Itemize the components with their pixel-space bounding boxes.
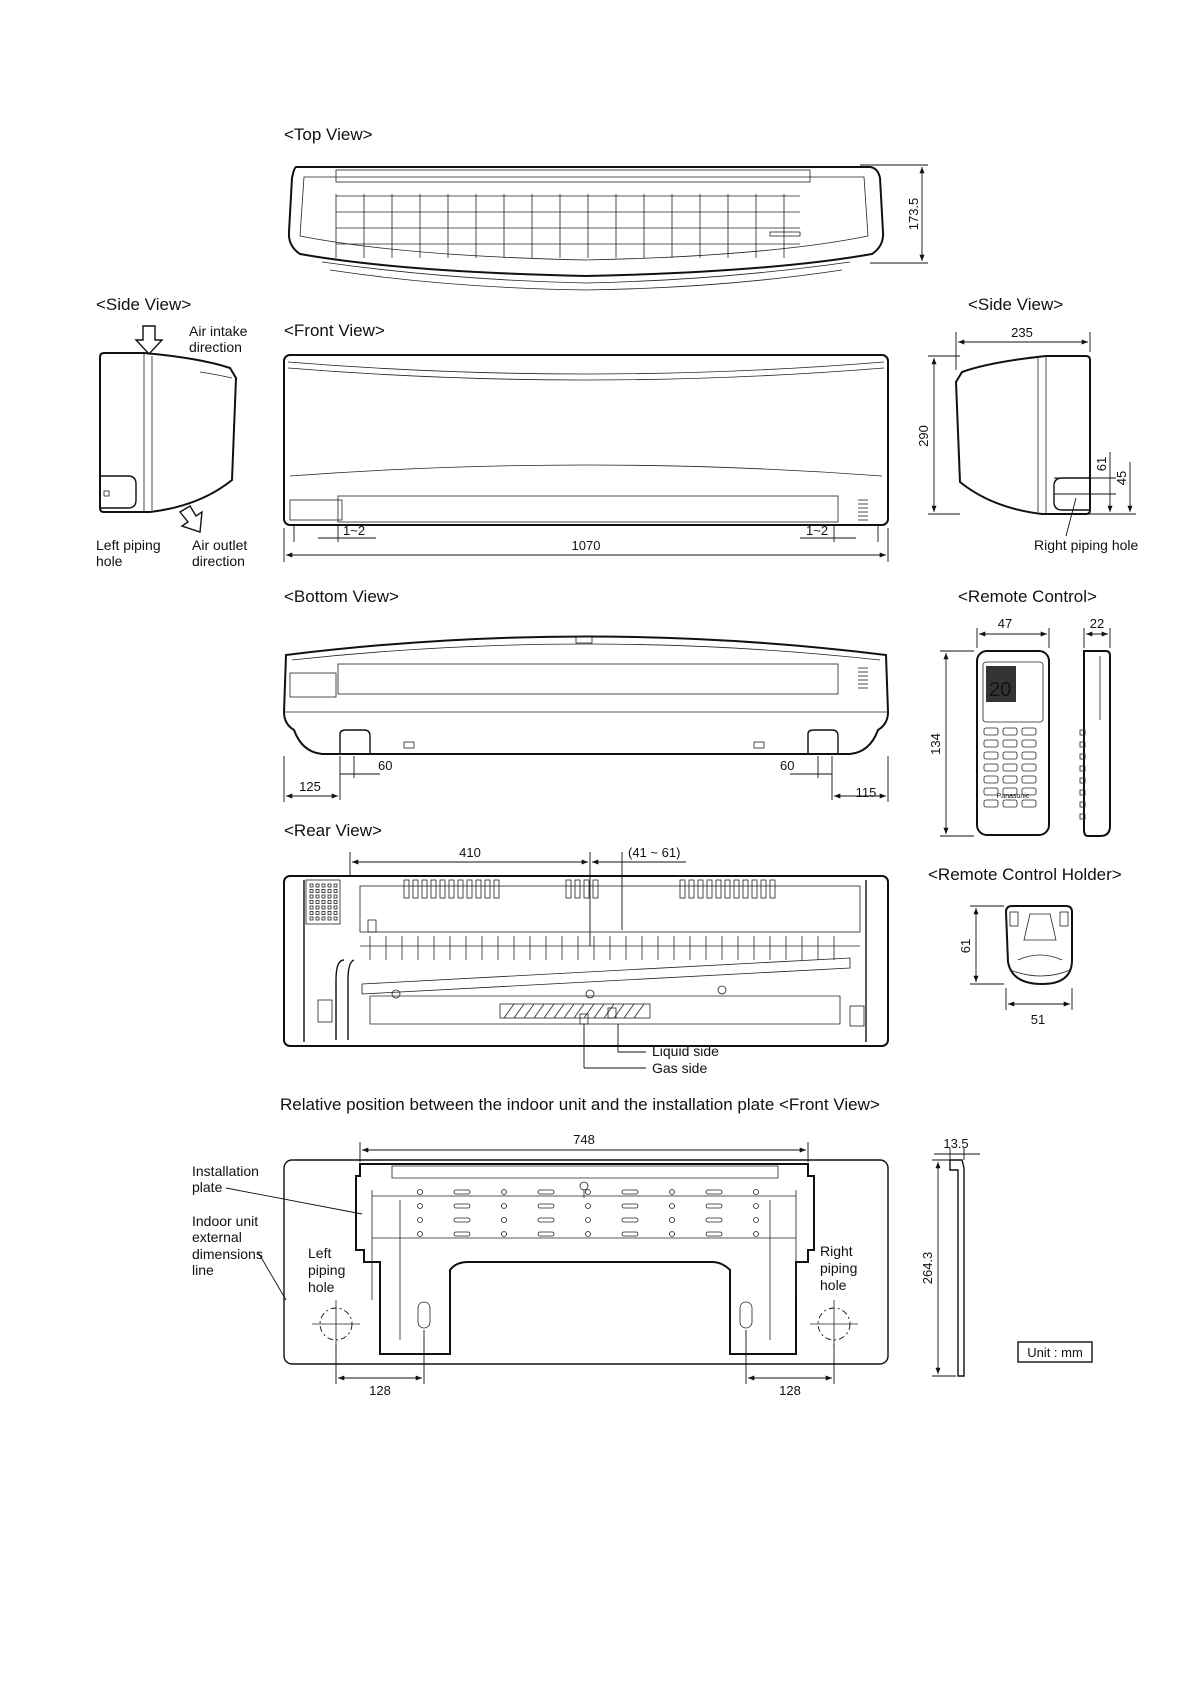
relative-position-title: Relative position between the indoor uni… bbox=[280, 1095, 880, 1114]
holder-height-label: 61 bbox=[958, 939, 973, 953]
right-side-height-dim: 290 bbox=[916, 355, 960, 515]
front-width-label: 1070 bbox=[572, 538, 601, 553]
right-hole-label-3: hole bbox=[820, 1277, 847, 1293]
unit-box: Unit : mm bbox=[1017, 1341, 1093, 1363]
bottom-view-dims: 60 125 60 115 bbox=[283, 756, 889, 802]
rear-410-label: 410 bbox=[459, 845, 481, 860]
remote-side-drawing bbox=[1079, 650, 1111, 837]
left-hole-label-2: piping bbox=[308, 1262, 345, 1278]
air-intake-arrow bbox=[134, 325, 164, 356]
left-piping-hole-label-2: hole bbox=[96, 553, 123, 569]
installation-plate-leader bbox=[225, 1187, 363, 1215]
left-piping-hole-label-1: Left piping bbox=[96, 537, 161, 553]
right-side-view-drawing bbox=[954, 355, 1091, 515]
right-side-pipe-dims: 61 45 bbox=[1054, 452, 1136, 537]
left-side-view-title: <Side View> bbox=[96, 295, 191, 314]
remote-control-dims: 47 22 134 bbox=[928, 616, 1111, 837]
air-intake-label-2: direction bbox=[189, 339, 242, 355]
front-view-drawing bbox=[283, 354, 889, 526]
front-view-title: <Front View> bbox=[284, 321, 385, 340]
rear-view-drawing bbox=[283, 875, 889, 1047]
right-side-view-title: <Side View> bbox=[968, 295, 1063, 314]
indoor-unit-label-2: external bbox=[192, 1229, 242, 1245]
plate-side-drawing bbox=[949, 1159, 965, 1377]
remote-control-title: <Remote Control> bbox=[958, 587, 1097, 606]
svg-text:20: 20 bbox=[989, 679, 1011, 701]
liquid-side-label: Liquid side bbox=[652, 1043, 719, 1059]
remote-height-label: 134 bbox=[928, 733, 943, 755]
front-gap-left-label: 1~2 bbox=[343, 523, 365, 538]
installation-plate-label-2: plate bbox=[192, 1179, 223, 1195]
indoor-unit-label-3: dimensions bbox=[192, 1246, 263, 1262]
unit-label: Unit : mm bbox=[1027, 1345, 1083, 1360]
left-side-view-drawing bbox=[99, 352, 238, 513]
bottom-60-left-label: 60 bbox=[378, 758, 392, 773]
remote-brand-label: Panasonic bbox=[997, 793, 1030, 800]
rear-view-dims: 410 (41 ~ 61) bbox=[349, 845, 686, 1069]
installation-plate-dims: 748 128 128 bbox=[335, 1132, 835, 1398]
side-depth-label: 235 bbox=[1011, 325, 1033, 340]
right-hole-label-1: Right bbox=[820, 1243, 853, 1259]
bottom-view-title: <Bottom View> bbox=[284, 587, 399, 606]
gas-side-label: Gas side bbox=[652, 1060, 707, 1076]
pipe-45-label: 45 bbox=[1114, 471, 1129, 485]
left-hole-label-1: Left bbox=[308, 1245, 331, 1261]
indoor-unit-label-4: line bbox=[192, 1262, 214, 1278]
bottom-125-label: 125 bbox=[299, 779, 321, 794]
right-piping-hole-label: Right piping hole bbox=[1034, 537, 1139, 553]
installation-plate-drawing bbox=[283, 1159, 889, 1365]
rear-view-title: <Rear View> bbox=[284, 821, 382, 840]
left-hole-label-3: hole bbox=[308, 1279, 335, 1295]
air-outlet-label-2: direction bbox=[192, 553, 245, 569]
front-view-gap-dims: 1~2 1~2 bbox=[293, 523, 879, 542]
pipe-61-label: 61 bbox=[1094, 457, 1109, 471]
remote-holder-drawing bbox=[1004, 905, 1073, 986]
top-view-drawing bbox=[287, 166, 885, 291]
air-intake-label-1: Air intake bbox=[189, 323, 248, 339]
right-side-depth-dim: 235 bbox=[955, 325, 1091, 370]
plate-128-right-label: 128 bbox=[779, 1383, 801, 1398]
rear-41-61-label: (41 ~ 61) bbox=[628, 845, 680, 860]
remote-control-drawing: 20 Panasonic bbox=[976, 650, 1050, 836]
plate-side-dims: 13.5 264.3 bbox=[920, 1136, 980, 1377]
bottom-115-label: 115 bbox=[856, 785, 877, 800]
remote-holder-dims: 61 51 bbox=[958, 905, 1073, 1027]
air-outlet-label-1: Air outlet bbox=[192, 537, 247, 553]
indoor-unit-leader bbox=[257, 1251, 287, 1301]
plate-264-3-label: 264.3 bbox=[920, 1252, 935, 1285]
holder-width-label: 51 bbox=[1031, 1012, 1045, 1027]
bottom-view-drawing bbox=[282, 635, 890, 755]
plate-748-label: 748 bbox=[573, 1132, 595, 1147]
top-view-title: <Top View> bbox=[284, 125, 373, 144]
plate-13-5-label: 13.5 bbox=[943, 1136, 968, 1151]
remote-width-label: 47 bbox=[998, 616, 1012, 631]
top-depth-label: 173.5 bbox=[906, 198, 921, 231]
top-view-depth-dim: 173.5 bbox=[860, 164, 928, 264]
piping-hole-markers bbox=[312, 1300, 858, 1348]
installation-plate-label-1: Installation bbox=[192, 1163, 259, 1179]
side-height-label: 290 bbox=[916, 425, 931, 447]
front-gap-right-label: 1~2 bbox=[806, 523, 828, 538]
bottom-60-right-label: 60 bbox=[780, 758, 794, 773]
right-hole-label-2: piping bbox=[820, 1260, 857, 1276]
remote-depth-label: 22 bbox=[1090, 616, 1104, 631]
plate-128-left-label: 128 bbox=[369, 1383, 391, 1398]
air-outlet-arrow bbox=[178, 505, 203, 533]
remote-holder-title: <Remote Control Holder> bbox=[928, 865, 1122, 884]
indoor-unit-label-1: Indoor unit bbox=[192, 1213, 258, 1229]
front-view-width-dim: 1070 bbox=[283, 528, 889, 562]
